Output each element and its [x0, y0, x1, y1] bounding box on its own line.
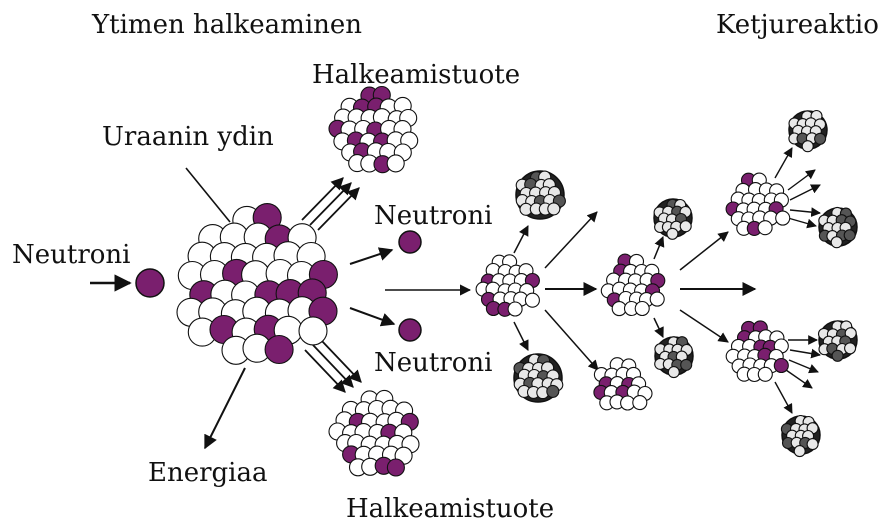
arrow-to-neutron-top — [350, 250, 392, 264]
arrow-to-energy — [205, 368, 245, 448]
chain-fragment-2b — [655, 337, 693, 378]
chain-fragment-1b — [514, 354, 563, 402]
uranium-pointer-line — [186, 168, 230, 222]
chain-arrow — [786, 370, 812, 388]
title-chain-reaction: Ketjureaktio — [716, 12, 878, 38]
chain-arrow — [788, 218, 816, 226]
chain-nucleus-2 — [601, 254, 665, 316]
chain-nucleus-2b — [594, 358, 652, 410]
outgoing-neutron-top — [399, 231, 421, 253]
arrow-to-top-product — [318, 188, 359, 230]
chain-fragment-1a — [516, 171, 565, 219]
label-fission-product-bottom: Halkeamistuote — [346, 496, 554, 522]
label-neutron-out-top: Neutroni — [374, 203, 492, 229]
arrow-to-top-product — [310, 183, 351, 225]
fission-product-bottom — [329, 390, 419, 476]
chain-fragment-3a — [789, 111, 827, 152]
chain-nucleus-1 — [476, 255, 539, 317]
chain-arrow — [680, 310, 728, 342]
chain-arrow — [790, 350, 820, 355]
chain-nucleus-3a — [726, 173, 790, 235]
chain-fragment-2a — [654, 199, 692, 239]
chain-fragment-3b — [819, 207, 857, 247]
chain-arrow — [654, 318, 663, 337]
label-neutron-incoming: Neutroni — [12, 242, 130, 268]
chain-arrow — [514, 226, 528, 253]
label-neutron-out-bottom: Neutroni — [374, 350, 492, 376]
outgoing-neutron-bottom — [399, 319, 421, 341]
arrow-to-top-product — [302, 178, 343, 220]
chain-arrow — [775, 148, 792, 178]
chain-fragment-3d — [781, 416, 820, 457]
fission-product-top — [329, 87, 418, 173]
incoming-neutron — [136, 269, 164, 297]
label-uranium-nucleus: Uraanin ydin — [102, 124, 274, 150]
chain-arrow — [775, 382, 792, 413]
label-energy: Energiaa — [148, 460, 268, 486]
arrow-to-neutron-bottom — [350, 308, 394, 324]
chain-arrow — [545, 212, 597, 268]
uranium-nucleus — [177, 204, 337, 365]
title-fission: Ytimen halkeaminen — [92, 12, 362, 38]
chain-arrow — [789, 360, 818, 372]
label-fission-product-top: Halkeamistuote — [312, 62, 520, 88]
chain-nucleus-3b — [726, 321, 788, 382]
chain-arrow — [790, 210, 820, 213]
chain-arrow — [654, 237, 663, 259]
chain-fragment-3c — [819, 321, 858, 361]
chain-arrow — [788, 170, 815, 190]
chain-arrow — [514, 322, 528, 350]
chain-arrow — [790, 185, 820, 200]
chain-arrow — [680, 232, 728, 270]
